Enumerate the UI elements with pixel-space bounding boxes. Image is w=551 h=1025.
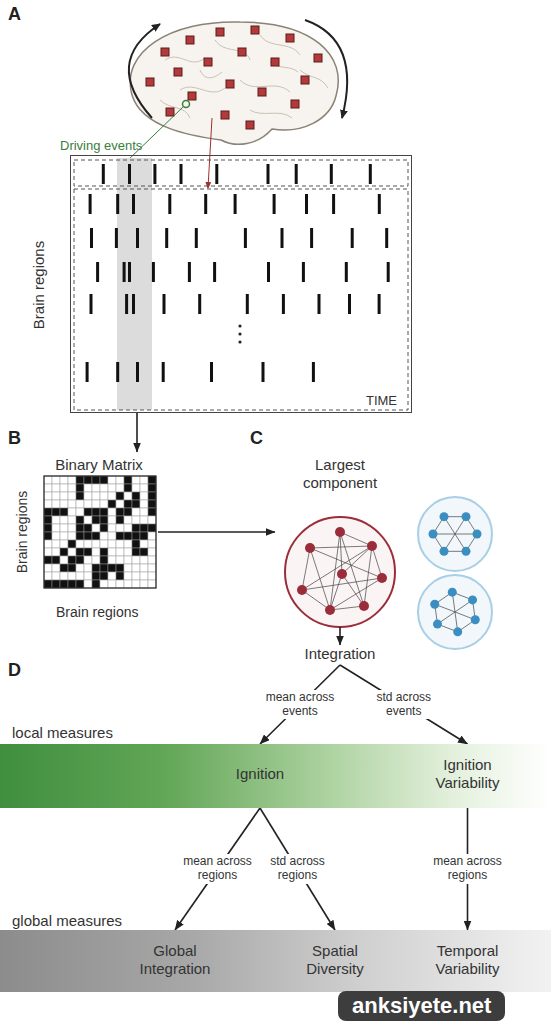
node-text: global measures (12, 912, 122, 929)
ignition-box: Ignition (215, 744, 305, 808)
spatial-diversity-box: Spatial Diversity (285, 930, 385, 992)
connector-arrow (340, 665, 468, 744)
local-measures-band: local measuresIgnition Ignition Variabili… (0, 724, 551, 808)
panel-letter: C (250, 428, 263, 449)
ignition-variability-box: Ignition Variability (415, 744, 520, 808)
connector-arrow (175, 808, 260, 930)
panel-letter: B (8, 428, 21, 449)
panel-letter: D (8, 660, 21, 681)
axis-label: Brain regions (30, 241, 47, 329)
binary-matrix-box: Binary Matrix (40, 452, 158, 602)
node-text: Spatial Diversity (285, 930, 385, 978)
largest-component-circle: Largest component (275, 452, 405, 627)
other-components (418, 497, 492, 649)
node-text: Global Integration (125, 930, 225, 978)
edge-label: mean across regions (179, 854, 257, 884)
connector-arrow (260, 665, 340, 744)
watermark: anksiyete.net (338, 991, 505, 1021)
raster-box: TIME (70, 155, 412, 413)
node-text: Largest component (290, 456, 390, 492)
axis-label: Brain regions (56, 604, 139, 620)
brain-illustration (126, 20, 347, 188)
node-text: Temporal Variability (415, 930, 520, 978)
node-text: Ignition Variability (415, 744, 520, 792)
driving-events-label: Driving events (60, 138, 142, 153)
temporal-variability-box: Temporal Variability (415, 930, 520, 992)
node-text: Ignition (215, 744, 305, 782)
node-text: Integration (290, 645, 390, 662)
node-text: Binary Matrix (40, 452, 158, 473)
connector-arrow (136, 413, 138, 452)
connector-arrow (339, 627, 341, 645)
edge-label: mean across regions (429, 854, 507, 884)
node-text: TIME (366, 393, 397, 408)
integration-node: Integration (290, 645, 390, 665)
raster-plot (74, 158, 408, 410)
node-text: local measures (12, 724, 113, 741)
edge-label: std across regions (259, 854, 337, 884)
global-integration-box: Global Integration (125, 930, 225, 992)
binary-matrix (44, 476, 156, 588)
largest-component-network (285, 517, 395, 627)
edge-label: mean across events (261, 690, 339, 720)
global-measures-band: global measuresGlobal Integration Spatial… (0, 912, 551, 992)
connector-arrow (158, 531, 275, 533)
axis-label: Brain regions (14, 491, 30, 574)
panel-letter: A (8, 4, 21, 25)
edge-label: std across events (365, 690, 443, 720)
